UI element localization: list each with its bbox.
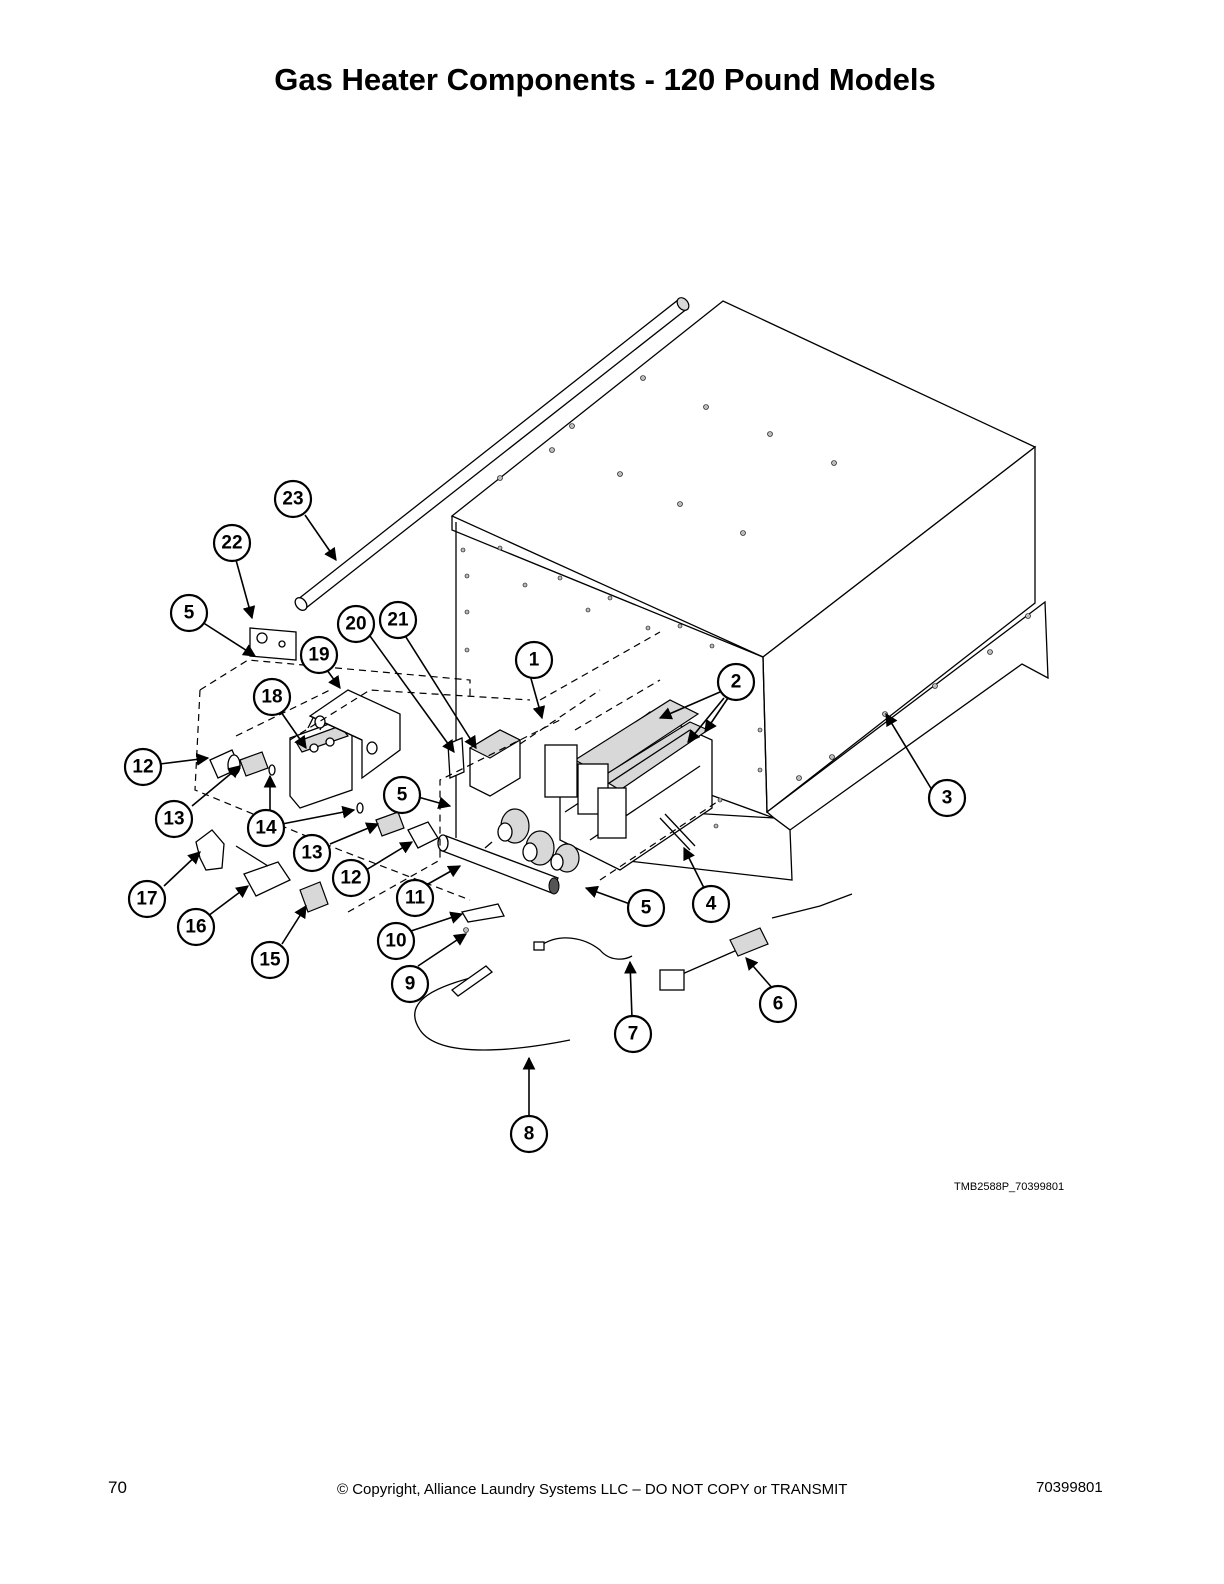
page-title: Gas Heater Components - 120 Pound Models (274, 62, 936, 97)
leader-lines (159, 514, 933, 1116)
callout-4: 4 (691, 884, 731, 924)
callout-5c: 5 (626, 888, 666, 928)
assembly-lines (194, 631, 721, 913)
figure-id: TMB2588P_70399801 (954, 1181, 1065, 1193)
callout-12b: 12 (331, 858, 371, 898)
svg-text:10: 10 (385, 931, 406, 952)
document-number: 70399801 (1036, 1479, 1103, 1496)
left-fittings (209, 749, 276, 779)
callout-19: 19 (299, 635, 339, 675)
callout-21: 21 (378, 600, 418, 640)
svg-text:5: 5 (641, 898, 652, 919)
svg-text:14: 14 (255, 818, 277, 839)
ignition-control (447, 729, 522, 797)
callout-22: 22 (212, 523, 252, 563)
svg-text:20: 20 (345, 614, 366, 635)
callout-16: 16 (176, 907, 216, 947)
callout-13b: 13 (292, 833, 332, 873)
svg-text:3: 3 (942, 788, 953, 809)
svg-text:16: 16 (185, 917, 206, 938)
svg-text:19: 19 (308, 645, 329, 666)
svg-text:12: 12 (132, 757, 153, 778)
callout-5a: 5 (169, 593, 209, 633)
callout-5b: 5 (382, 775, 422, 815)
svg-text:15: 15 (259, 950, 281, 971)
svg-text:11: 11 (405, 888, 426, 909)
callout-20: 20 (336, 604, 376, 644)
svg-text:4: 4 (706, 894, 717, 915)
svg-text:2: 2 (731, 672, 742, 693)
svg-text:22: 22 (221, 533, 242, 554)
page-number: 70 (108, 1478, 127, 1497)
copyright-notice: © Copyright, Alliance Laundry Systems LL… (337, 1481, 848, 1498)
callout-23: 23 (273, 479, 313, 519)
callout-9: 9 (390, 964, 430, 1004)
callout-12a: 12 (123, 747, 163, 787)
callout-10: 10 (376, 921, 416, 961)
callout-1: 1 (514, 640, 554, 680)
svg-text:23: 23 (282, 489, 303, 510)
svg-text:13: 13 (301, 843, 322, 864)
svg-text:6: 6 (773, 994, 784, 1015)
callouts: 23 22 5 20 21 19 1 2 18 12 5 3 13 14 13 … (123, 479, 967, 1154)
svg-text:5: 5 (397, 785, 408, 806)
svg-text:1: 1 (529, 650, 540, 671)
callout-18: 18 (252, 677, 292, 717)
svg-text:18: 18 (261, 687, 282, 708)
svg-text:13: 13 (163, 809, 184, 830)
right-fittings (356, 802, 439, 849)
callout-15: 15 (250, 940, 290, 980)
callout-17: 17 (127, 879, 167, 919)
callout-13a: 13 (154, 799, 194, 839)
valve-bracket (308, 689, 401, 780)
mount-plate (249, 627, 297, 661)
vent-tube (294, 297, 690, 611)
svg-text:17: 17 (136, 889, 157, 910)
svg-text:21: 21 (387, 610, 409, 631)
callout-2: 2 (716, 662, 756, 702)
svg-text:9: 9 (405, 974, 416, 995)
svg-text:12: 12 (340, 868, 361, 889)
callout-11: 11 (395, 878, 435, 918)
callout-6: 6 (758, 984, 798, 1024)
callout-7: 7 (613, 1014, 653, 1054)
inlet-fittings (195, 829, 329, 913)
manifold-pipe (437, 834, 560, 895)
callout-3: 3 (927, 778, 967, 818)
svg-text:5: 5 (184, 603, 195, 624)
callout-8: 8 (509, 1114, 549, 1154)
callout-14: 14 (246, 808, 286, 848)
svg-text:7: 7 (628, 1024, 639, 1045)
svg-text:8: 8 (524, 1124, 535, 1145)
small-parts (414, 813, 853, 1051)
